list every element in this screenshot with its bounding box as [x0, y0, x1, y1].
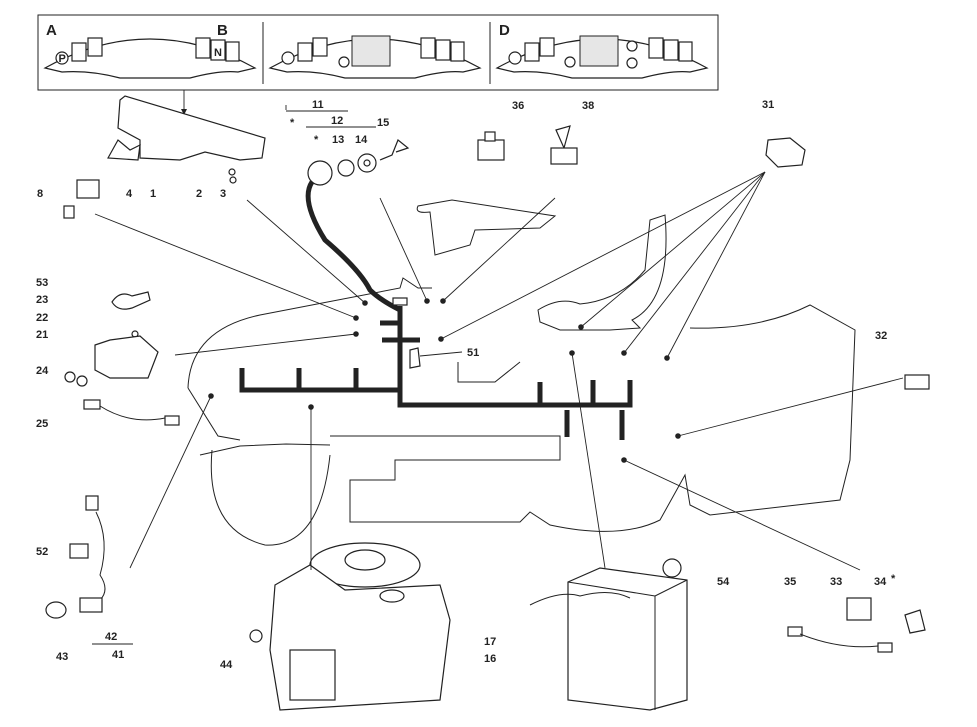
asterisk-12: * — [314, 134, 319, 146]
engine-part — [269, 542, 451, 711]
variant-label-a: A — [46, 22, 57, 39]
label-53: 53 — [36, 277, 48, 289]
label-33: 33 — [830, 576, 842, 588]
label-21: 21 — [36, 329, 48, 341]
label-38: 38 — [582, 100, 594, 112]
label-8: 8 — [37, 188, 43, 200]
label-16: 16 — [484, 653, 496, 665]
label-51: 51 — [467, 347, 479, 359]
neutral-icon: N — [214, 47, 222, 59]
label-15: 15 — [377, 117, 389, 129]
dashboard-panel-a: P N — [43, 37, 257, 79]
label-3: 3 — [220, 188, 226, 200]
label-12: 12 — [331, 115, 343, 127]
label-25: 25 — [36, 418, 48, 430]
label-4: 4 — [126, 188, 133, 200]
dashboard-part — [63, 95, 266, 219]
label-1: 1 — [150, 188, 156, 200]
label-34: 34 — [874, 576, 887, 588]
switch-33-34-35 — [787, 597, 926, 653]
label-41: 41 — [112, 649, 124, 661]
solenoid-part — [64, 291, 180, 426]
part-labels: 1 4 2 3 8 11 * 12 * 13 14 15 36 38 31 53… — [36, 99, 896, 671]
label-36: 36 — [512, 100, 524, 112]
switch-31 — [765, 137, 806, 168]
label-22: 22 — [36, 312, 48, 324]
parking-icon: P — [59, 53, 66, 65]
label-17: 17 — [484, 636, 496, 648]
label-44: 44 — [220, 659, 233, 671]
label-35: 35 — [784, 576, 796, 588]
label-11: 11 — [312, 99, 324, 111]
label-42: 42 — [105, 631, 117, 643]
switch-36 — [477, 131, 505, 161]
label-24: 24 — [36, 365, 49, 377]
asterisk-11: * — [290, 117, 295, 129]
variant-label-d: D — [499, 22, 510, 39]
dashboard-panel-b — [268, 35, 482, 79]
label-23: 23 — [36, 294, 48, 306]
tractor-outline — [187, 199, 856, 546]
light-bulb-harness-part — [45, 495, 263, 643]
label-52: 52 — [36, 546, 48, 558]
leader-lines — [92, 105, 904, 645]
variant-label-b: B — [217, 22, 228, 39]
switch-38 — [550, 125, 578, 165]
asterisk-34: * — [891, 573, 896, 585]
switch-32 — [904, 374, 930, 390]
label-31: 31 — [762, 99, 774, 111]
label-54: 54 — [717, 576, 730, 588]
battery-part — [529, 558, 688, 711]
wiring-harness — [239, 297, 633, 440]
label-43: 43 — [56, 651, 68, 663]
label-14: 14 — [355, 134, 368, 146]
ignition-switch-part — [305, 139, 410, 313]
dashboard-variants-box: P N A B D — [37, 14, 719, 115]
label-13: 13 — [332, 134, 344, 146]
label-32: 32 — [875, 330, 887, 342]
dashboard-panel-d — [495, 35, 709, 79]
label-2: 2 — [196, 188, 202, 200]
